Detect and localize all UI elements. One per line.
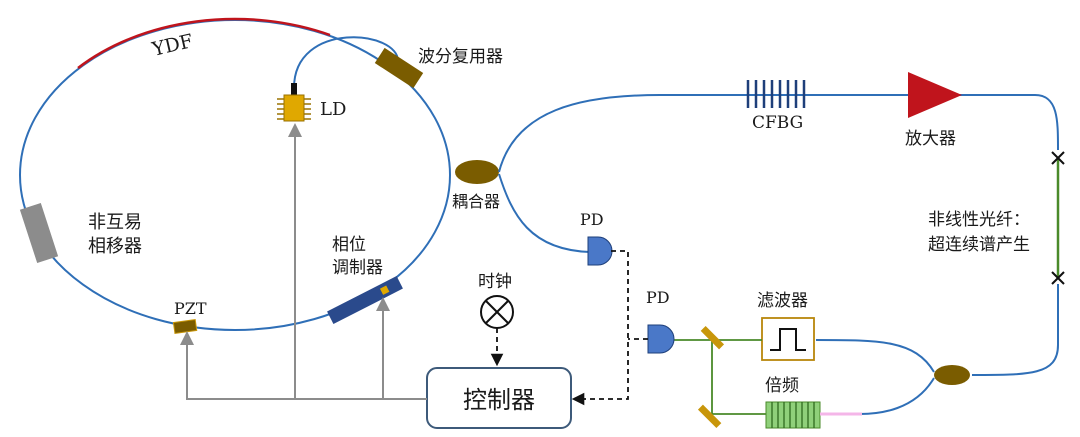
phase-modulator-label-line2: 调制器 <box>332 258 383 278</box>
mirror-top <box>700 325 725 350</box>
frequency-doubler <box>765 401 821 429</box>
wdm-coupler <box>374 47 424 89</box>
nonlinear-to-coupler-fiber <box>971 284 1059 376</box>
amplifier-label: 放大器 <box>905 129 956 149</box>
cfbg-grating <box>746 80 806 108</box>
filter-label: 滤波器 <box>757 291 808 311</box>
bottom-coupler <box>934 365 970 385</box>
doubler-label: 倍频 <box>765 376 799 396</box>
wdm-label: 波分复用器 <box>418 47 503 67</box>
nonreciprocal-label-line1: 非互易 <box>88 212 142 233</box>
coupler-label: 耦合器 <box>452 192 500 211</box>
ld-label: LD <box>320 99 346 120</box>
phase-modulator-label-line1: 相位 <box>332 235 366 255</box>
ydf-fiber <box>77 17 331 69</box>
pd-bottom-detector <box>647 324 675 354</box>
splice-mark-bottom <box>1051 271 1065 285</box>
free-space-beams <box>674 339 766 415</box>
filter-bandpass-icon <box>770 328 806 351</box>
pd-top-label: PD <box>580 210 604 229</box>
coupler-to-filter-fiber <box>815 339 935 373</box>
controller-label: 控制器 <box>463 386 535 414</box>
output-coupler <box>455 160 499 184</box>
pd-top-signal-line <box>571 250 629 406</box>
nonreciprocal-label-line2: 相移器 <box>88 236 142 257</box>
pd-top-detector <box>587 236 613 266</box>
cfbg-label: CFBG <box>752 113 803 133</box>
ydf-label: YDF <box>149 30 195 61</box>
filter-box <box>761 317 815 361</box>
pzt-element <box>172 318 198 335</box>
ld-pump-diode <box>277 83 311 122</box>
nonlinear-label-line2: 超连续谱产生 <box>928 235 1030 255</box>
nonreciprocal-phase-shifter <box>19 202 59 264</box>
pzt-label: PZT <box>174 299 207 318</box>
clock-label: 时钟 <box>478 272 512 292</box>
nonlinear-label-line1: 非线性光纤： <box>928 210 1030 230</box>
control-lines <box>180 123 427 400</box>
phase-modulator <box>327 276 403 324</box>
amplifier-triangle <box>908 72 962 118</box>
output-fiber-top <box>498 94 1059 173</box>
coupler-to-doubler-fiber <box>859 377 935 415</box>
phase-modulator-electrode <box>379 285 390 295</box>
pump-fiber <box>293 36 400 89</box>
mirror-bottom <box>697 404 722 429</box>
pd-bottom-label: PD <box>646 288 670 307</box>
splice-mark-top <box>1051 151 1065 165</box>
coupler-to-pd-fiber <box>498 173 591 253</box>
